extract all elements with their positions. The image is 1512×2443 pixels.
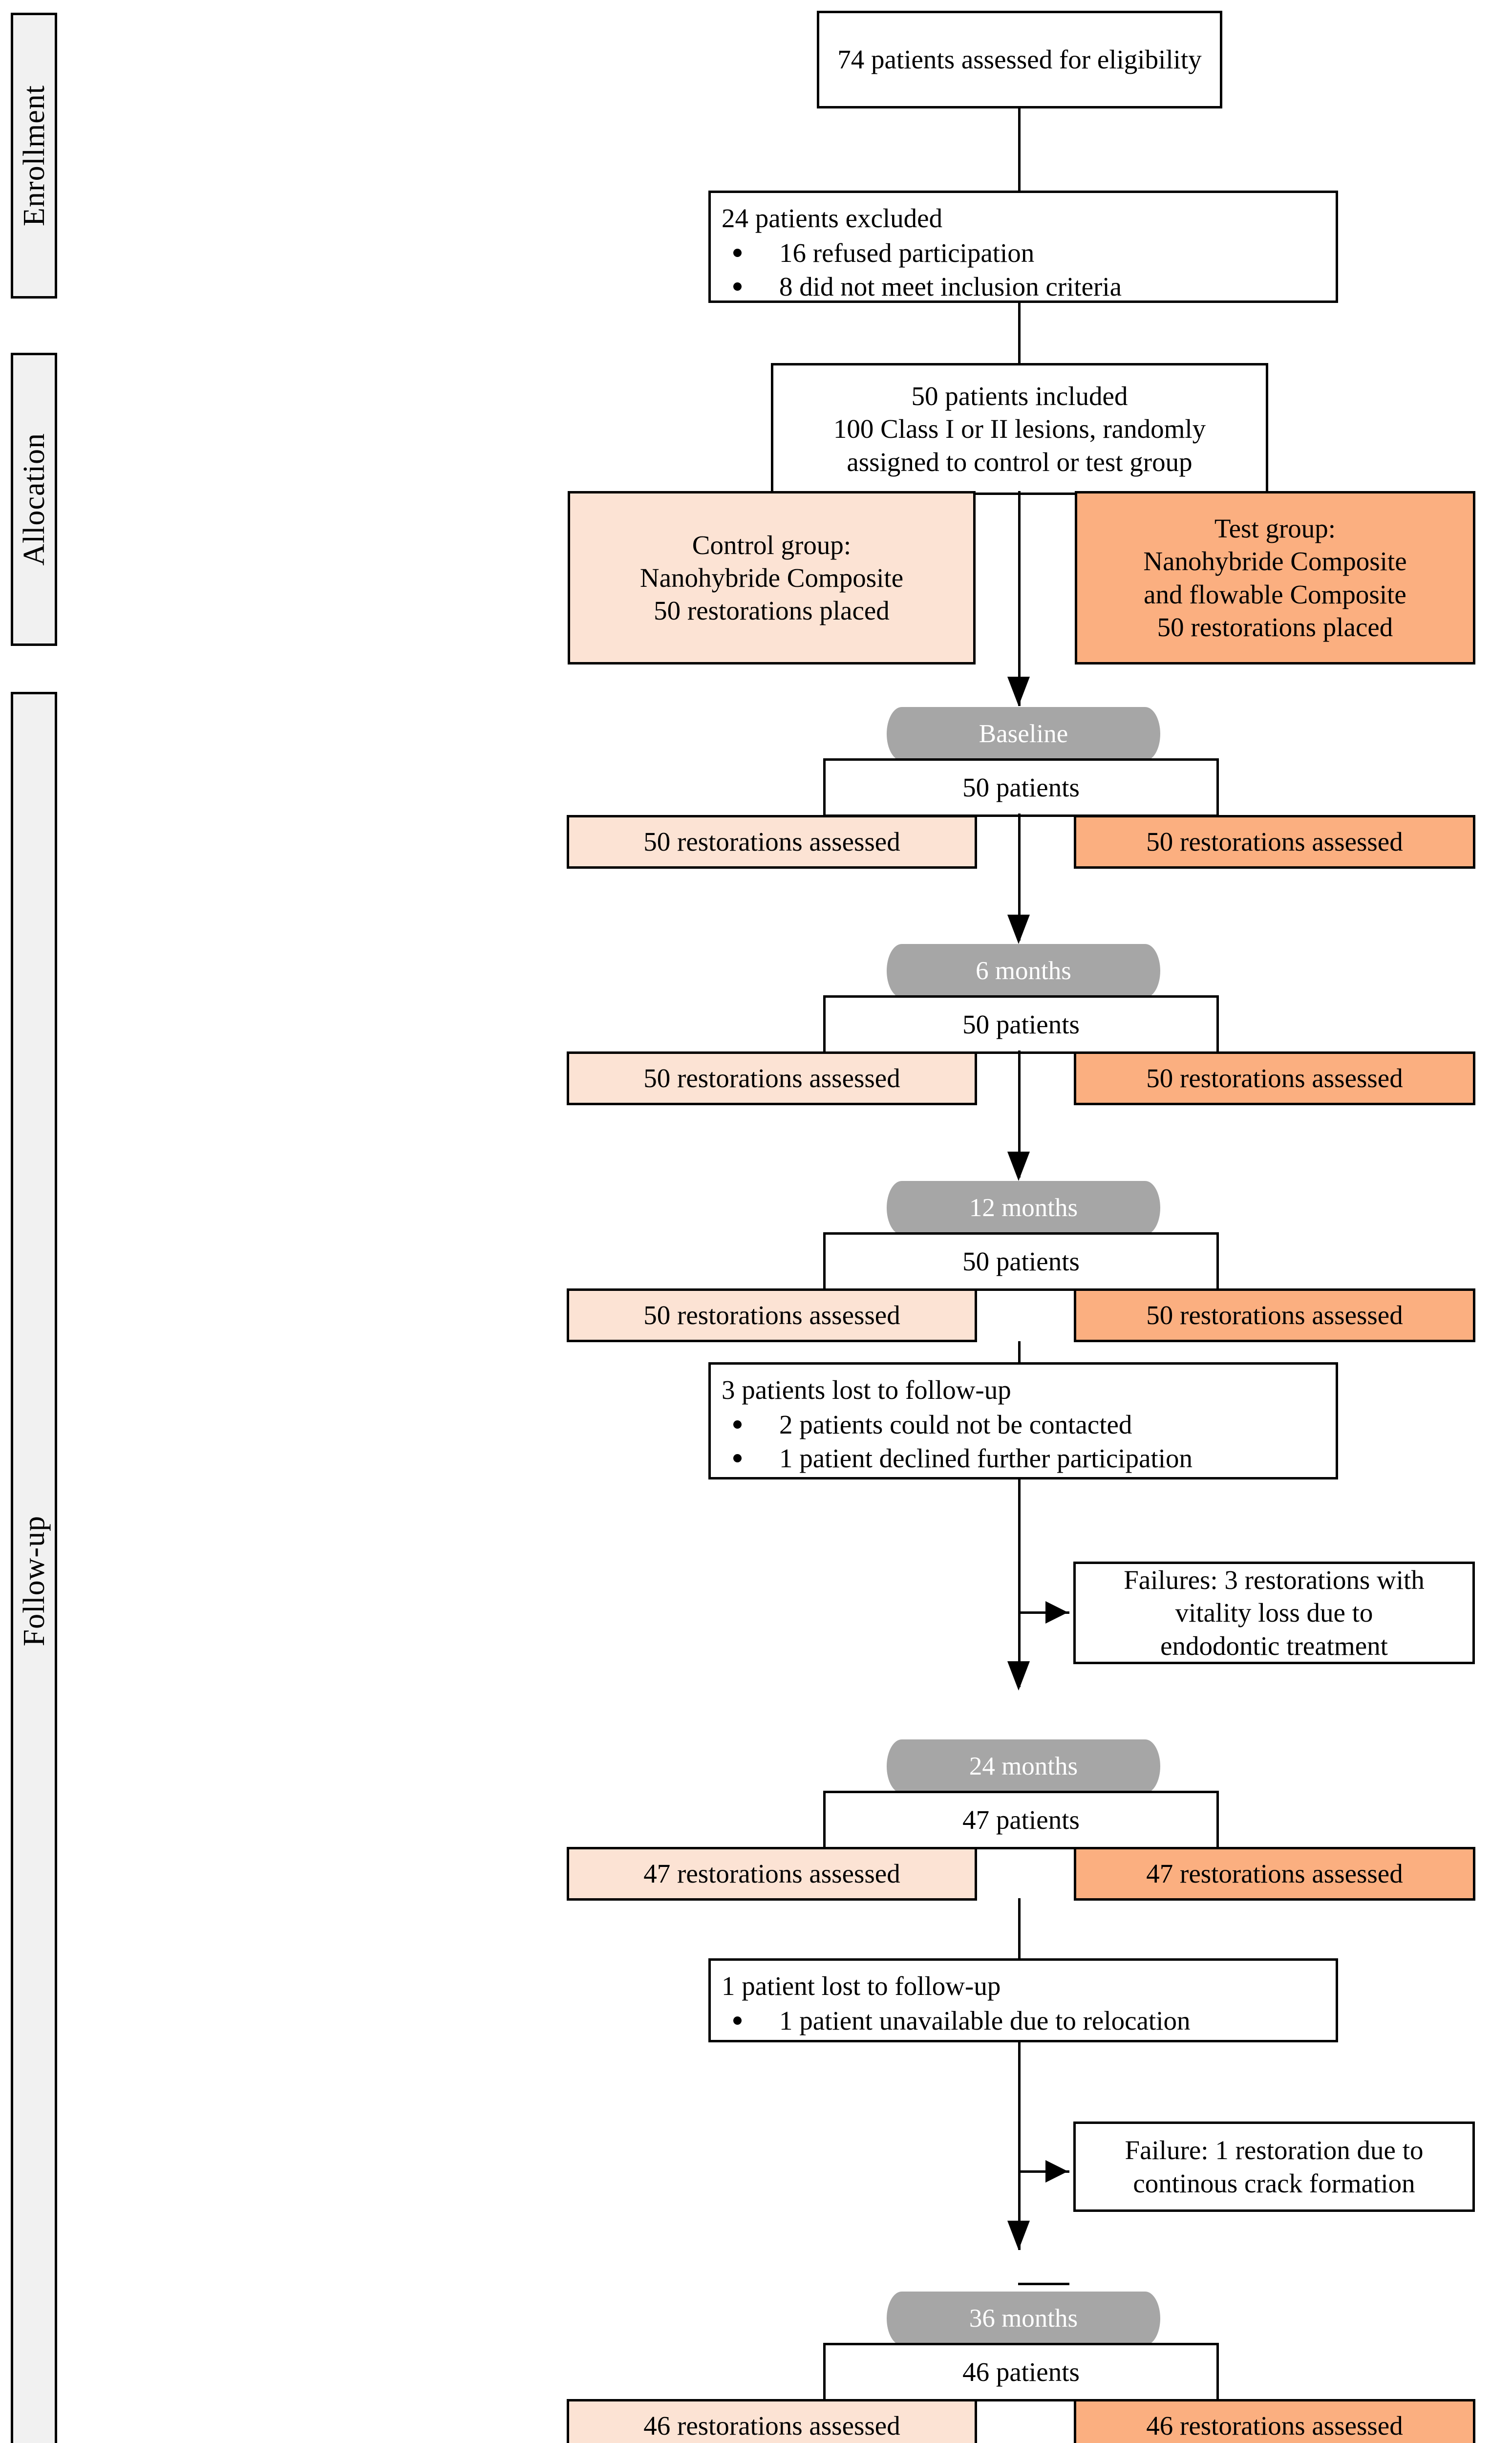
restorations-assessed: 47 restorations assessed bbox=[643, 1859, 900, 1889]
timepoint-label: 6 months bbox=[976, 957, 1071, 985]
box-assessed-for-eligibility: 74 patients assessed for eligibility bbox=[817, 11, 1222, 108]
box-control-assessed-24months: 47 restorations assessed bbox=[567, 1847, 977, 1901]
test-group-line-4: 50 restorations placed bbox=[1157, 612, 1393, 642]
excluded-lead: 24 patients excluded bbox=[722, 203, 943, 233]
arrowhead-to-36months bbox=[1007, 2221, 1030, 2250]
restorations-assessed: 46 restorations assessed bbox=[1146, 2411, 1403, 2441]
branch-to-failure2 bbox=[1018, 2283, 1069, 2285]
test-group-line-3: and flowable Composite bbox=[1144, 579, 1406, 609]
timepoint-pill-6months: 6 months bbox=[887, 944, 1160, 998]
restorations-assessed: 50 restorations assessed bbox=[1146, 1063, 1403, 1093]
dropout-reason-list: 1 patient unavailable due to relocation bbox=[722, 2004, 1325, 2037]
connector-6months-to-12months bbox=[1018, 1050, 1021, 1178]
patients-count: 50 patients bbox=[962, 772, 1080, 803]
arrowhead-to-24months bbox=[1007, 1661, 1030, 1691]
included-line-3: assigned to control or test group bbox=[847, 447, 1193, 477]
dropout-lead: 3 patients lost to follow-up bbox=[722, 1375, 1011, 1405]
list-item: 2 patients could not be contacted bbox=[722, 1408, 1325, 1441]
timepoint-label: Baseline bbox=[979, 720, 1068, 748]
box-failure-crack-formation: Failure: 1 restoration due to continous … bbox=[1073, 2122, 1475, 2212]
excluded-reason-list: 16 refused participation 8 did not meet … bbox=[722, 236, 1325, 303]
box-test-group: Test group: Nanohybride Composite and fl… bbox=[1075, 491, 1475, 664]
arrowhead-to-baseline bbox=[1007, 677, 1030, 706]
phase-bar-followup: Follow-up bbox=[11, 692, 57, 2443]
timepoint-label: 12 months bbox=[969, 1194, 1078, 1222]
control-group-line-2: Nanohybride Composite bbox=[639, 562, 904, 593]
control-group-line-3: 50 restorations placed bbox=[654, 596, 890, 626]
box-test-assessed-baseline: 50 restorations assessed bbox=[1074, 815, 1475, 869]
test-group-line-2: Nanohybride Composite bbox=[1143, 546, 1407, 577]
restorations-assessed: 46 restorations assessed bbox=[643, 2411, 900, 2441]
connector-24months-to-dropout2 bbox=[1018, 1898, 1021, 1976]
patients-count: 47 patients bbox=[962, 1805, 1080, 1835]
arrowhead-to-12months bbox=[1007, 1152, 1030, 1181]
arrowhead-to-failure1 bbox=[1045, 1601, 1068, 1624]
list-item: 1 patient declined further participation bbox=[722, 1442, 1325, 1475]
box-test-assessed-24months: 47 restorations assessed bbox=[1074, 1847, 1475, 1901]
connector-dropout2-to-36months bbox=[1018, 2042, 1021, 2250]
control-group-line-1: Control group: bbox=[692, 530, 852, 560]
box-control-assessed-36months: 46 restorations assessed bbox=[567, 2399, 977, 2443]
box-dropout-3-patients: 3 patients lost to follow-up 2 patients … bbox=[708, 1362, 1338, 1479]
box-patients-36months: 46 patients bbox=[823, 2343, 1219, 2401]
timepoint-pill-12months: 12 months bbox=[887, 1181, 1160, 1235]
patients-count: 50 patients bbox=[962, 1246, 1080, 1277]
restorations-assessed: 50 restorations assessed bbox=[643, 1063, 900, 1093]
list-item: 16 refused participation bbox=[722, 236, 1325, 269]
failure-line-3: endodontic treatment bbox=[1160, 1630, 1388, 1661]
failure-line-1: Failures: 3 restorations with bbox=[1124, 1565, 1425, 1595]
restorations-assessed: 50 restorations assessed bbox=[1146, 1300, 1403, 1330]
connector-included-to-baseline bbox=[1018, 491, 1021, 706]
timepoint-label: 36 months bbox=[969, 2304, 1078, 2333]
connector-assessed-to-excluded bbox=[1018, 108, 1021, 193]
dropout-reason-list: 2 patients could not be contacted 1 pati… bbox=[722, 1408, 1325, 1475]
dropout-lead: 1 patient lost to follow-up bbox=[722, 1971, 1001, 2001]
failure-line-2: continous crack formation bbox=[1133, 2168, 1415, 2198]
test-group-line-1: Test group: bbox=[1214, 514, 1336, 544]
box-failures-endodontic: Failures: 3 restorations with vitality l… bbox=[1073, 1562, 1475, 1664]
failure-line-1: Failure: 1 restoration due to bbox=[1125, 2135, 1424, 2165]
box-test-assessed-12months: 50 restorations assessed bbox=[1074, 1288, 1475, 1342]
list-item: 1 patient unavailable due to relocation bbox=[722, 2004, 1325, 2037]
timepoint-pill-36months: 36 months bbox=[887, 2292, 1160, 2345]
phase-bar-enrollment: Enrollment bbox=[11, 13, 57, 299]
box-dropout-1-patient: 1 patient lost to follow-up 1 patient un… bbox=[708, 1958, 1338, 2042]
box-patients-6months: 50 patients bbox=[823, 995, 1219, 1054]
box-control-assessed-6months: 50 restorations assessed bbox=[567, 1051, 977, 1105]
box-test-assessed-36months: 46 restorations assessed bbox=[1074, 2399, 1475, 2443]
box-control-assessed-12months: 50 restorations assessed bbox=[567, 1288, 977, 1342]
failure-line-2: vitality loss due to bbox=[1175, 1598, 1373, 1628]
phase-label-allocation: Allocation bbox=[17, 433, 51, 566]
timepoint-pill-24months: 24 months bbox=[887, 1739, 1160, 1793]
included-line-1: 50 patients included bbox=[911, 381, 1128, 411]
phase-label-followup: Follow-up bbox=[17, 1516, 51, 1647]
phase-label-enrollment: Enrollment bbox=[17, 85, 51, 226]
restorations-assessed: 50 restorations assessed bbox=[643, 1300, 900, 1330]
arrowhead-to-6months bbox=[1007, 915, 1030, 944]
timepoint-label: 24 months bbox=[969, 1752, 1078, 1780]
restorations-assessed: 50 restorations assessed bbox=[1146, 827, 1403, 857]
list-item: 8 did not meet inclusion criteria bbox=[722, 270, 1325, 303]
box-test-assessed-6months: 50 restorations assessed bbox=[1074, 1051, 1475, 1105]
connector-excluded-to-included bbox=[1018, 303, 1021, 366]
timepoint-pill-baseline: Baseline bbox=[887, 707, 1160, 761]
box-control-assessed-baseline: 50 restorations assessed bbox=[567, 815, 977, 869]
box-patients-12months: 50 patients bbox=[823, 1232, 1219, 1291]
box-patients-24months: 47 patients bbox=[823, 1791, 1219, 1849]
box-patients-excluded: 24 patients excluded 16 refused particip… bbox=[708, 191, 1338, 303]
phase-bar-allocation: Allocation bbox=[11, 353, 57, 646]
patients-count: 46 patients bbox=[962, 2357, 1080, 2387]
included-line-2: 100 Class I or II lesions, randomly bbox=[833, 414, 1206, 444]
box-patients-included: 50 patients included 100 Class I or II l… bbox=[771, 363, 1268, 495]
restorations-assessed: 50 restorations assessed bbox=[643, 827, 900, 857]
branch-to-failure1 bbox=[1018, 1611, 1069, 1614]
patients-count: 50 patients bbox=[962, 1009, 1080, 1040]
box-patients-baseline: 50 patients bbox=[823, 758, 1219, 817]
connector-dropout1-to-24months bbox=[1018, 1479, 1021, 1687]
branch-line-to-failure2 bbox=[1018, 2170, 1069, 2173]
restorations-assessed: 47 restorations assessed bbox=[1146, 1859, 1403, 1889]
assessed-text: 74 patients assessed for eligibility bbox=[837, 44, 1202, 75]
connector-baseline-to-6months bbox=[1018, 814, 1021, 941]
box-control-group: Control group: Nanohybride Composite 50 … bbox=[568, 491, 976, 664]
